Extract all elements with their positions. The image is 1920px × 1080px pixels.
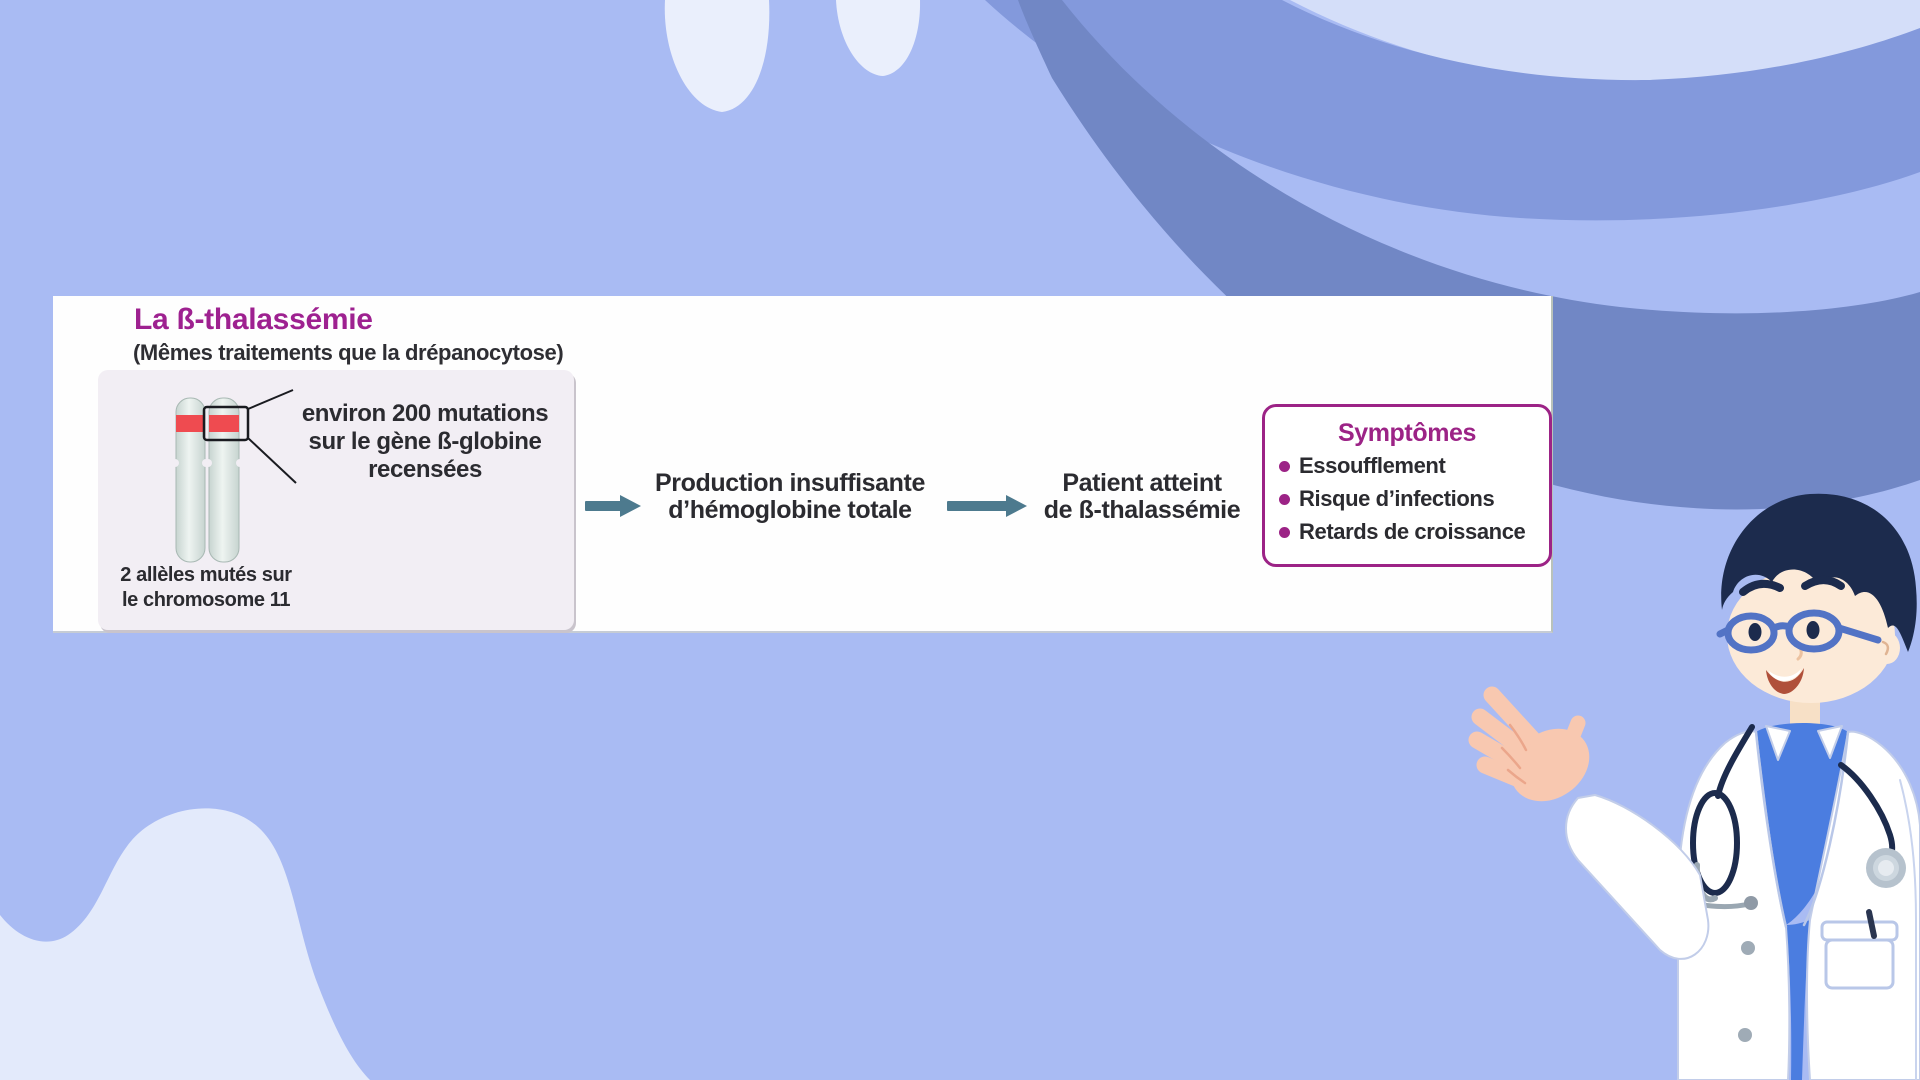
wave-light-band (985, 0, 1920, 221)
doctor-character (1468, 493, 1920, 1080)
blob-bottom-left (0, 808, 370, 1080)
doctor-collar (1817, 725, 1843, 759)
flow-step-production: Production insuffisante d’hémoglobine to… (640, 470, 940, 524)
mutation-band-right (209, 415, 239, 432)
doctor-ear-inner (1881, 640, 1890, 656)
doctor-lapel-line (1754, 730, 1788, 929)
symptom-item: Risque d’infections (1279, 486, 1495, 512)
bullet-dot-icon (1279, 526, 1290, 538)
doctor-hand (1468, 686, 1590, 802)
flow-step-line: Patient atteint (1062, 469, 1222, 497)
infographic-title: La ß-thalassémie (134, 303, 373, 336)
bullet-dot-icon (1279, 493, 1290, 505)
symptoms-box: Symptômes Essoufflement Risque d’infecti… (1262, 404, 1552, 567)
symptom-label: Essoufflement (1299, 453, 1446, 478)
mutation-note-line: sur le gène ß-globine (308, 428, 542, 455)
doctor-collar (1765, 725, 1791, 761)
doctor-lapel-line (1802, 730, 1850, 927)
doctor-mouth (1766, 668, 1804, 694)
symptom-item: Essoufflement (1279, 453, 1446, 479)
coat-button (1738, 1028, 1752, 1042)
wave-pale-corner (1290, 0, 1920, 86)
mutation-band-left (176, 415, 205, 432)
symptom-label: Risque d’infections (1299, 486, 1495, 511)
symptom-item: Retards de croissance (1279, 519, 1526, 545)
wave-main-ribbon (1018, 0, 1920, 510)
symptoms-title: Symptômes (1337, 419, 1477, 447)
blob-top-2 (836, 0, 921, 76)
mutation-note-line: environ 200 mutations (301, 400, 549, 427)
flow-arrow-icon (947, 495, 1027, 517)
flow-step-line: Production insuffisante (655, 469, 925, 497)
doctor-coat-fold (1899, 779, 1917, 1080)
doctor-hair (1721, 493, 1917, 652)
mutation-note: environ 200 mutations sur le gène ß-glob… (285, 400, 565, 484)
doctor-teeth (1769, 669, 1801, 681)
doctor-shirt (1756, 723, 1848, 925)
mutation-note-line: recensées (368, 456, 482, 483)
pen-icon (1866, 909, 1877, 939)
doctor-eye (1806, 621, 1820, 639)
flow-step-line: d’hémoglobine totale (668, 496, 912, 524)
coat-button (1741, 941, 1755, 955)
flow-step-line: de ß-thalassémie (1043, 496, 1241, 524)
bullet-dot-icon (1279, 460, 1290, 472)
chromosome-left (171, 397, 210, 563)
alleles-note-line: 2 allèles mutés sur (120, 564, 292, 586)
flow-step-patient: Patient atteint de ß-thalassémie (1022, 470, 1262, 524)
symptom-label: Retards de croissance (1299, 519, 1526, 544)
blob-top-1 (664, 0, 770, 112)
doctor-sleeve (1565, 794, 1710, 960)
doctor-shirt (1786, 920, 1810, 1080)
doctor-eyebrow (1801, 576, 1845, 590)
alleles-note-line: le chromosome 11 (121, 589, 291, 611)
chromosome-illustration (171, 389, 297, 563)
infographic-subtitle: (Mêmes traitements que la drépanocytose) (133, 340, 564, 365)
coat-pocket (1820, 920, 1899, 990)
doctor-eyebrow (1739, 579, 1784, 596)
doctor-eye (1748, 623, 1762, 641)
flow-arrow-icon (585, 495, 641, 517)
alleles-note: 2 allèles mutés sur le chromosome 11 (96, 563, 316, 613)
zoom-callout-icon (202, 389, 297, 484)
doctor-glasses (1716, 609, 1882, 654)
chromosome-right (204, 397, 244, 563)
